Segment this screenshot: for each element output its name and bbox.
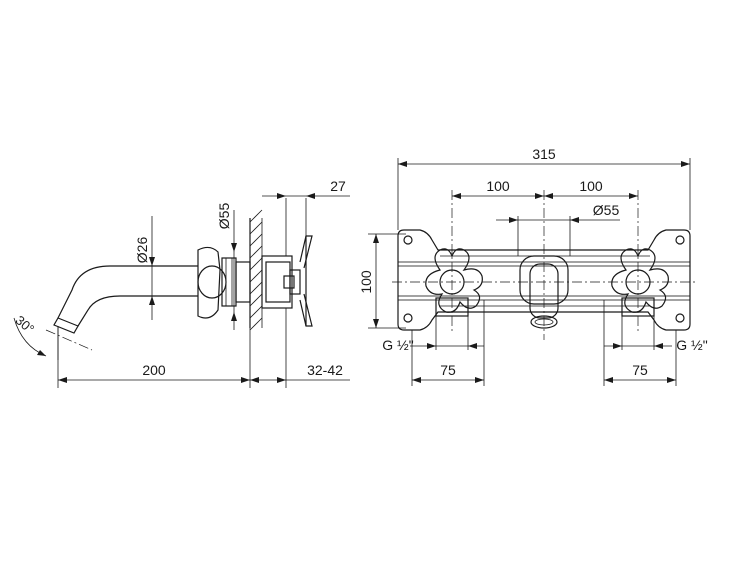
dim-angle: 30° bbox=[13, 312, 59, 360]
dim-front-flange-label: Ø55 bbox=[593, 202, 620, 218]
dim-flange-diameter-label: Ø55 bbox=[216, 203, 232, 230]
spout bbox=[45, 265, 198, 351]
dim-overall-width: 315 bbox=[397, 146, 691, 230]
right-thread: G ½" bbox=[604, 316, 708, 353]
valve-body bbox=[261, 235, 313, 327]
dim-depth: 32-42 bbox=[250, 308, 350, 388]
dim-left-spacing-label: 100 bbox=[486, 178, 510, 194]
dim-right-offset: 75 bbox=[603, 300, 677, 386]
dim-front-flange: Ø55 bbox=[496, 202, 620, 256]
wall-section bbox=[249, 209, 263, 331]
dim-left-offset: 75 bbox=[411, 300, 485, 386]
dim-depth-label: 32-42 bbox=[307, 362, 343, 378]
dim-plate-offset-label: 27 bbox=[330, 178, 346, 194]
front-view: 315 100 100 Ø55 100 bbox=[358, 146, 708, 386]
dim-overall-width-label: 315 bbox=[532, 146, 556, 162]
dim-height: 100 bbox=[358, 233, 406, 329]
dim-right-spacing-label: 100 bbox=[579, 178, 603, 194]
dim-spout-diameter: Ø26 bbox=[134, 216, 156, 320]
dim-spout-diameter-label: Ø26 bbox=[134, 237, 150, 264]
dim-angle-label: 30° bbox=[13, 312, 38, 336]
right-thread-label: G ½" bbox=[676, 337, 707, 353]
dim-length: 200 bbox=[57, 326, 251, 388]
dim-left-offset-label: 75 bbox=[440, 362, 456, 378]
side-view: 200 32-42 27 Ø26 bbox=[13, 178, 350, 388]
dim-handle-spacing: 100 100 bbox=[452, 178, 638, 199]
side-handle bbox=[197, 246, 251, 319]
left-thread: G ½" bbox=[382, 316, 484, 353]
dim-right-offset-label: 75 bbox=[632, 362, 648, 378]
dim-height-label: 100 bbox=[358, 270, 374, 294]
dim-plate-offset: 27 bbox=[262, 178, 350, 256]
dim-flange-diameter: Ø55 bbox=[216, 203, 237, 330]
left-thread-label: G ½" bbox=[382, 337, 413, 353]
dim-length-label: 200 bbox=[142, 362, 166, 378]
